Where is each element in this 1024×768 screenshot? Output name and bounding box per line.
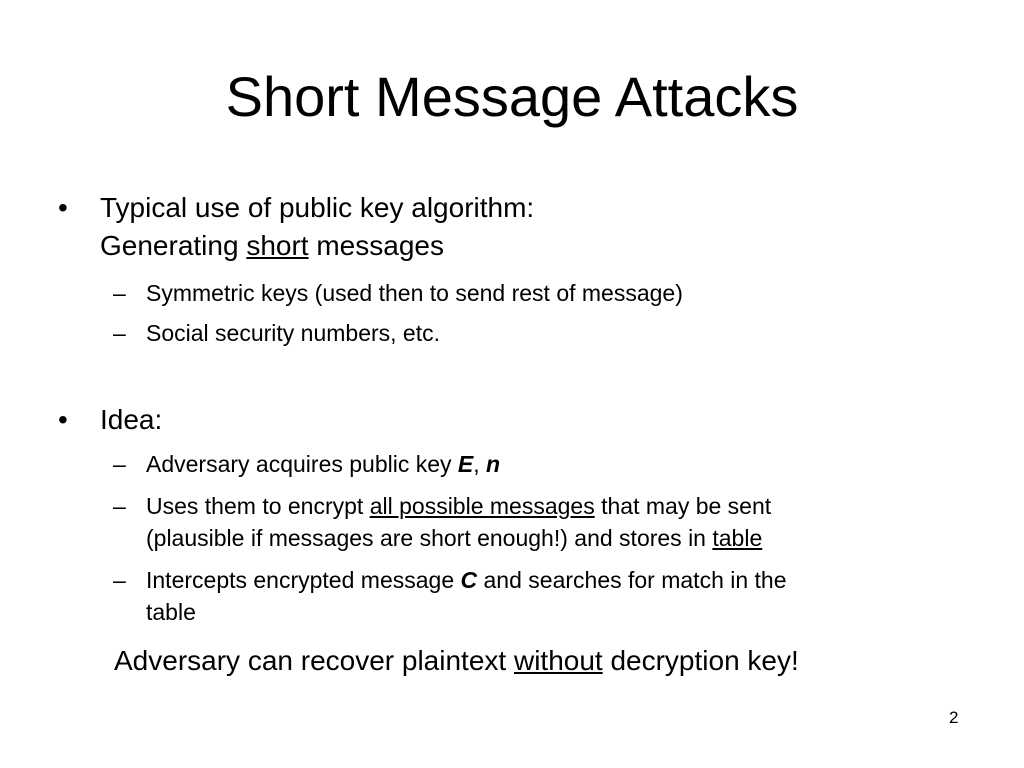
bullet-marker: • — [58, 192, 68, 223]
sub-bullet-text: Uses them to encrypt all possible messag… — [146, 493, 772, 551]
sub-marker: – — [113, 280, 126, 306]
underlined-table: table — [712, 525, 763, 551]
page-number: 2 — [949, 708, 959, 727]
sub-bullet-text: Intercepts encrypted message C and searc… — [146, 567, 787, 625]
conclusion-text: Adversary can recover plaintext without … — [114, 645, 799, 676]
sub-bullet-text: Adversary acquires public key E, n — [146, 451, 501, 477]
sub-marker: – — [113, 320, 126, 346]
sub-marker: – — [113, 493, 126, 519]
bullet-marker: • — [58, 404, 68, 435]
variable-n: n — [486, 451, 501, 477]
bullet-text: Idea: — [100, 404, 163, 435]
sub-bullet-text: Symmetric keys (used then to send rest o… — [146, 280, 683, 306]
sub-marker: – — [113, 451, 126, 477]
slide-title: Short Message Attacks — [225, 65, 799, 128]
variable-e: E — [457, 451, 474, 477]
bullet-text: Typical use of public key algorithm:Gene… — [100, 192, 535, 261]
underlined-all-possible-messages: all possible messages — [369, 493, 595, 519]
underlined-short: short — [246, 230, 309, 261]
sub-marker: – — [113, 567, 126, 593]
underlined-without: without — [513, 645, 603, 676]
sub-bullet-text: Social security numbers, etc. — [146, 320, 441, 346]
variable-c: C — [460, 567, 478, 593]
